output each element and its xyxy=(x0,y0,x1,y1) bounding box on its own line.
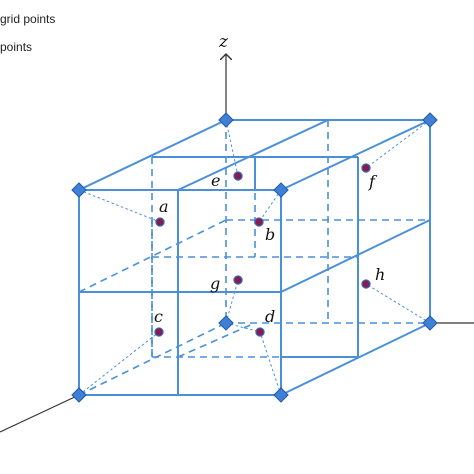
visible-grid-lines xyxy=(78,119,431,396)
point-f-label: f xyxy=(368,172,378,191)
legend-points-label: points xyxy=(0,40,33,54)
grid-node xyxy=(273,182,289,198)
grid-node xyxy=(273,387,289,403)
grid-node xyxy=(422,112,438,128)
point-c xyxy=(154,327,164,337)
point-h-label: h xyxy=(375,265,385,284)
grid-nodes xyxy=(71,112,438,403)
grid-node xyxy=(71,182,87,198)
z-axis-label: z xyxy=(218,32,229,52)
point-a xyxy=(155,217,165,227)
point-h xyxy=(361,279,371,289)
x-axis xyxy=(0,394,80,433)
point-g xyxy=(233,275,243,285)
point-a-label: a xyxy=(159,197,169,216)
point-e-label: e xyxy=(211,171,220,190)
point-b-label: b xyxy=(265,225,275,244)
interior-points xyxy=(154,163,371,337)
grid-node xyxy=(71,387,87,403)
point-d-label: d xyxy=(265,307,275,326)
point-g-label: g xyxy=(210,274,220,293)
grid-node xyxy=(218,315,234,331)
grid-node xyxy=(218,112,234,128)
legend-grid-points-label: grid points xyxy=(0,12,56,26)
point-c-label: c xyxy=(154,307,163,326)
grid-node xyxy=(422,315,438,331)
point-d xyxy=(255,327,265,337)
point-b xyxy=(254,217,264,227)
point-f xyxy=(361,163,371,173)
point-e xyxy=(233,171,243,181)
